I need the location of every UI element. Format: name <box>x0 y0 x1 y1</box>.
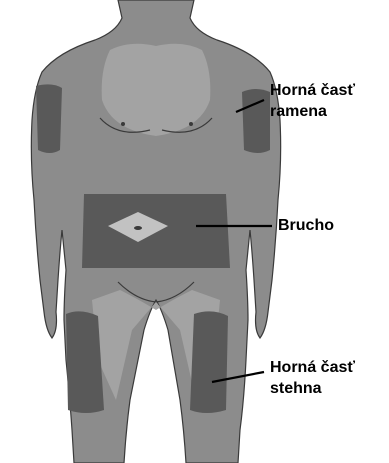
zone-left-thigh <box>190 311 228 413</box>
label-thigh-line1: Horná časť <box>270 357 355 378</box>
zone-right-upper-arm <box>36 84 62 153</box>
zone-left-upper-arm <box>242 89 270 153</box>
left-nipple <box>121 122 125 126</box>
label-upper-arm: Horná časť ramena <box>270 80 355 122</box>
label-thigh-line2: stehna <box>270 378 355 399</box>
label-upper-arm-line1: Horná časť <box>270 80 355 101</box>
label-upper-arm-line2: ramena <box>270 101 355 122</box>
right-nipple <box>189 122 193 126</box>
label-thigh: Horná časť stehna <box>270 357 355 399</box>
label-abdomen: Brucho <box>278 215 334 236</box>
navel <box>134 226 142 230</box>
zone-right-thigh <box>66 311 104 413</box>
